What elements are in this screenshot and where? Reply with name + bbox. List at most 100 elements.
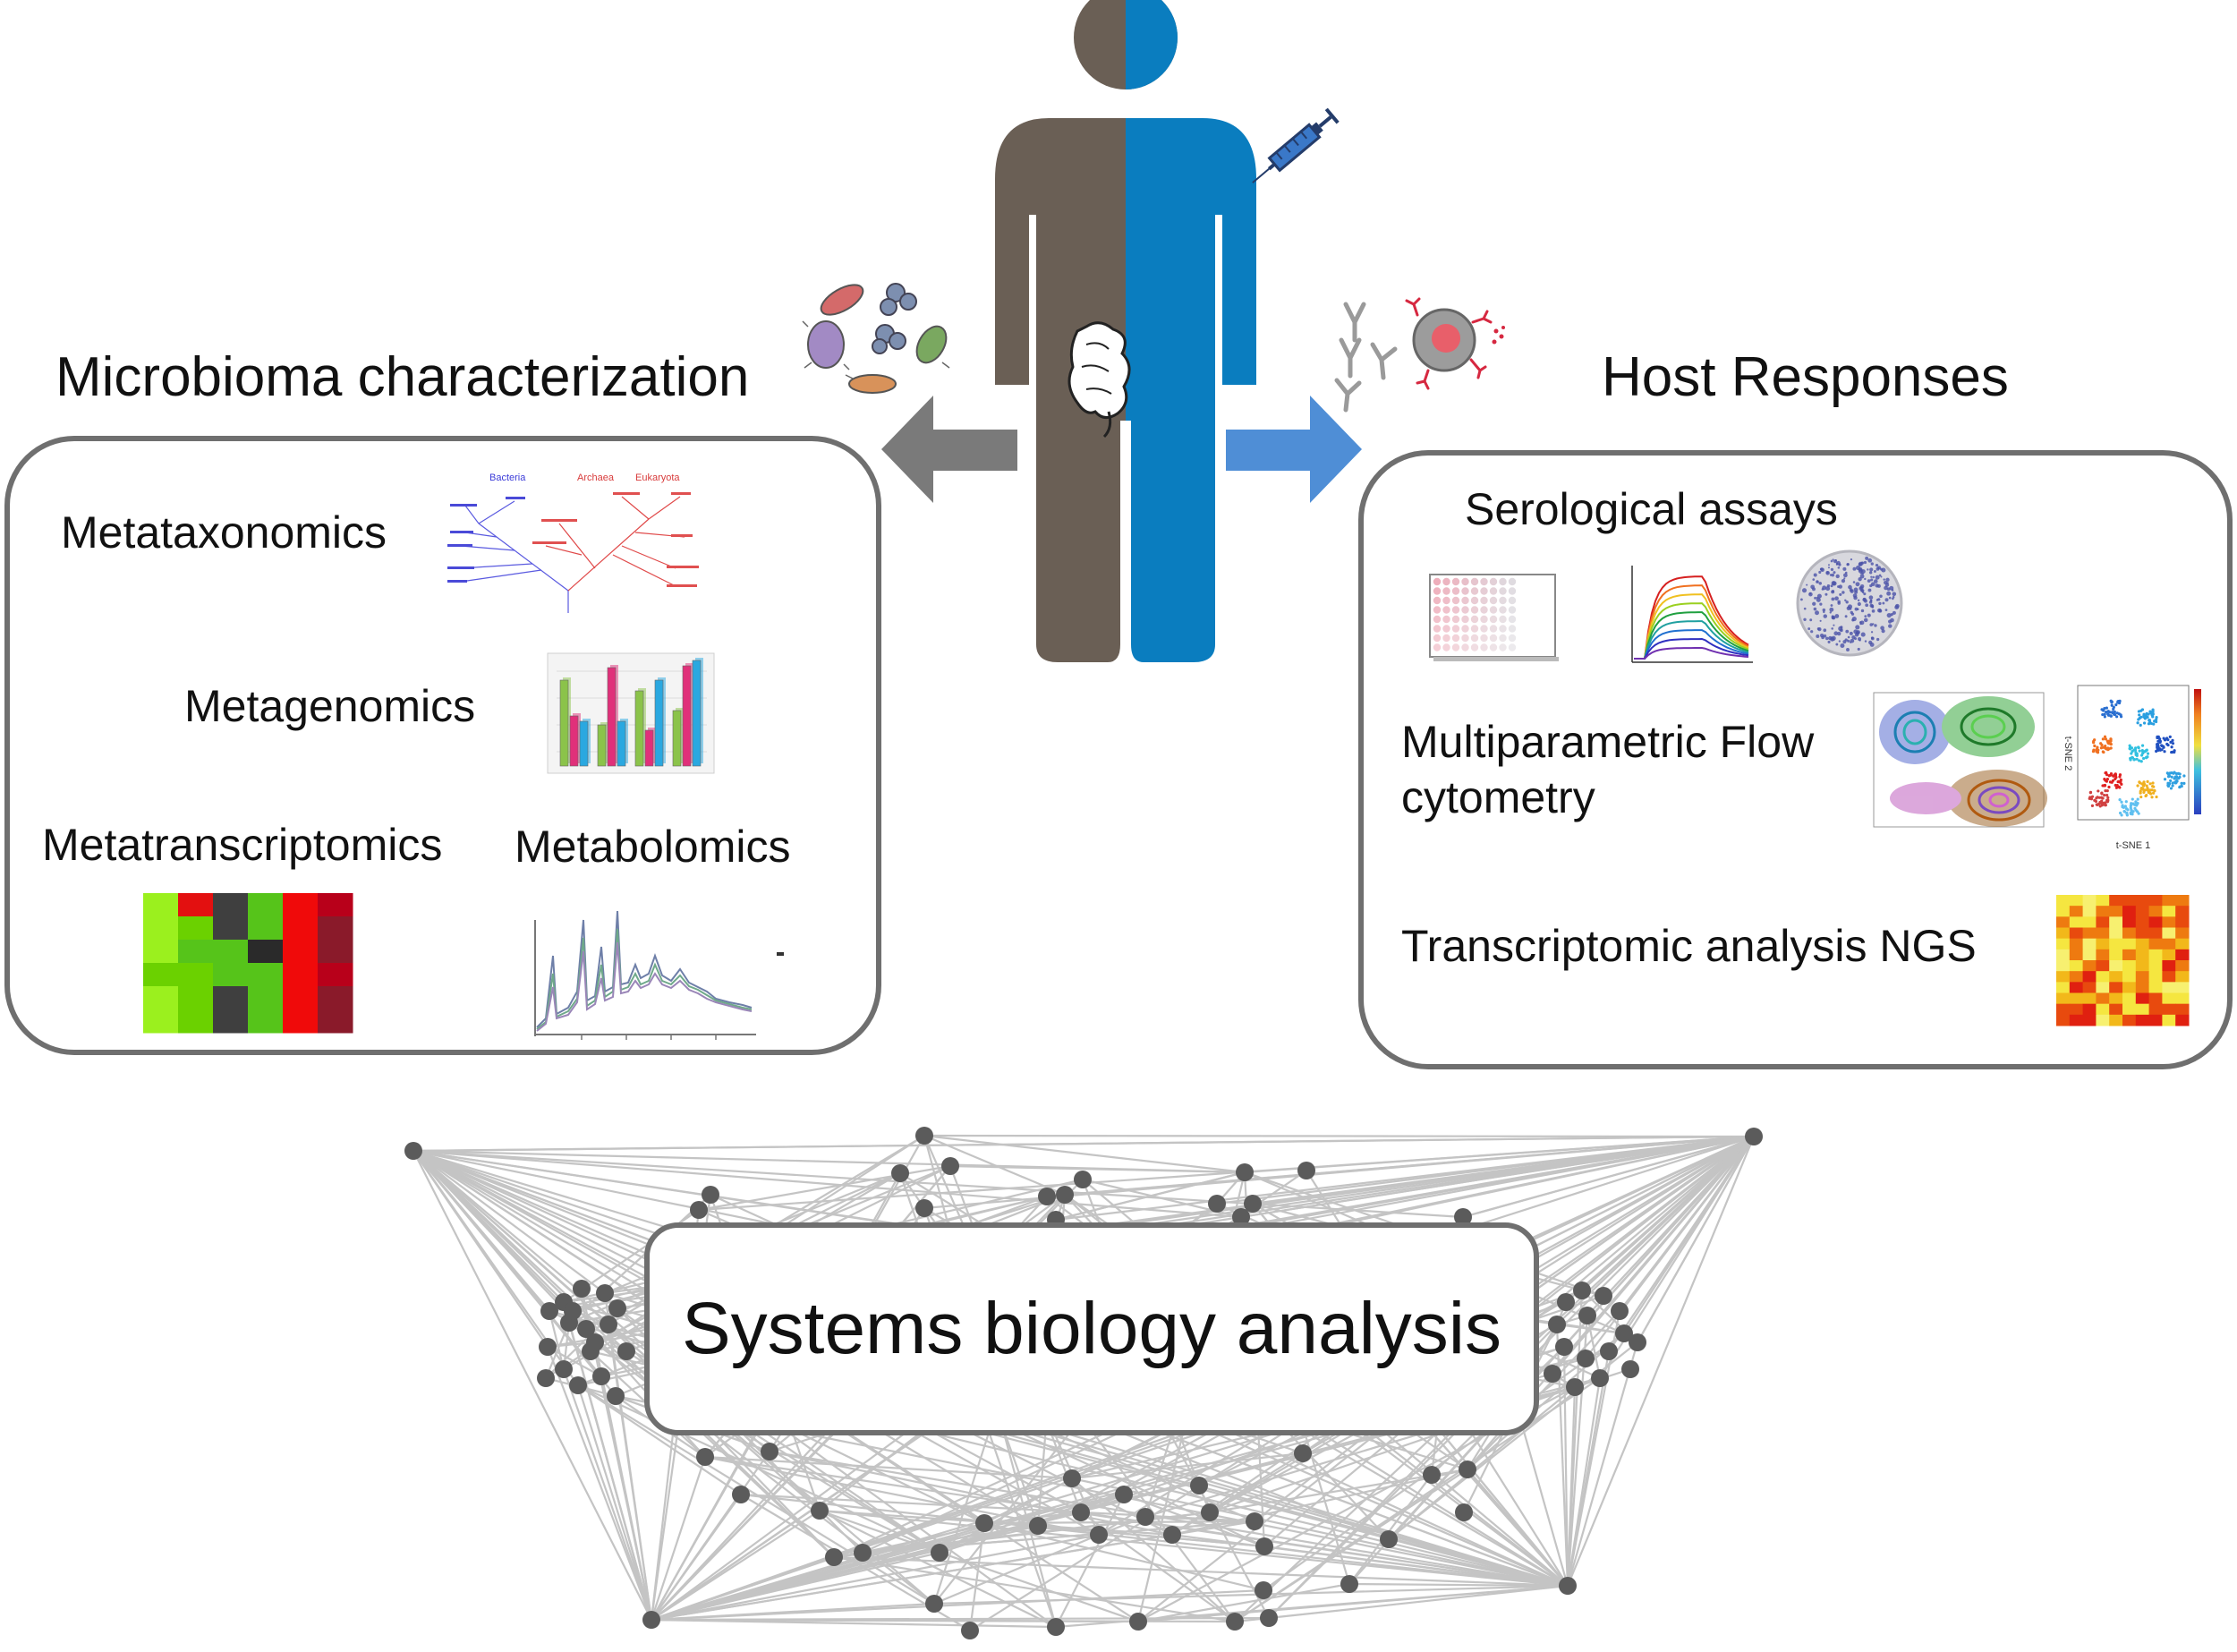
bar [617, 720, 626, 767]
tsne-point [2109, 771, 2114, 776]
plate-well [1433, 625, 1442, 633]
tsne-point [2142, 756, 2146, 761]
heatmap-cell [2175, 1014, 2190, 1026]
heatmap-cell [2122, 916, 2137, 928]
tsne-point [2182, 781, 2186, 786]
heatmap-cell [2082, 960, 2097, 972]
flow-cytometry-contour-thumbnail [1873, 692, 2047, 828]
heatmap-cell [2135, 982, 2150, 993]
heatmap-cell [2175, 927, 2190, 940]
plate-well [1480, 643, 1488, 651]
heatmap-cell [248, 916, 284, 941]
heatmap-cell [2135, 916, 2150, 928]
tsne-point [2151, 715, 2155, 719]
plaque-spot [1813, 607, 1817, 611]
plaque-spot [1871, 605, 1875, 609]
plate-well [1508, 577, 1517, 586]
plaque-spot [1870, 578, 1874, 582]
tsne-point [2100, 792, 2104, 796]
tsne-point [2092, 741, 2096, 745]
network-edge [577, 1384, 935, 1605]
plaque-spot [1876, 637, 1880, 642]
plaque-spot [1855, 582, 1860, 587]
plate-well [1461, 615, 1469, 624]
tsne-point [2105, 706, 2108, 710]
plaque-spot [1827, 564, 1830, 566]
plaque-spot [1861, 591, 1865, 594]
network-edge [1467, 1310, 1620, 1470]
heatmap-cell [178, 963, 214, 987]
plate-well [1499, 634, 1507, 643]
plaque-spot [1885, 577, 1890, 582]
plate-well [1489, 634, 1498, 643]
tsne-point [2112, 705, 2115, 709]
heatmap-cell [283, 893, 319, 917]
plaque-spot [1857, 601, 1861, 607]
heatmap-cell [2135, 1014, 2150, 1026]
plaque-spot [1847, 639, 1850, 643]
heatmap-cell [2148, 1014, 2163, 1026]
heatmap-cell [2056, 895, 2071, 907]
heatmap-cell [2122, 982, 2137, 993]
plate-well [1508, 634, 1517, 643]
network-node [1595, 1287, 1612, 1305]
plate-well [1470, 615, 1479, 624]
network-edge [651, 1616, 1270, 1622]
heatmap-cell [2162, 992, 2176, 1005]
tsne-point [2162, 737, 2165, 740]
network-edge [1071, 1477, 1236, 1622]
plaque-spot [1816, 634, 1820, 639]
network-edge [650, 1456, 707, 1621]
network-edge [1556, 1323, 1625, 1335]
tsne-point [2170, 745, 2173, 749]
tsne-point [2104, 789, 2107, 793]
tsne-point [2155, 716, 2158, 720]
heatmap-cell [2069, 982, 2084, 993]
tsne-point [2149, 792, 2153, 796]
heatmap-cell [2082, 982, 2097, 993]
heatmap-cell [2056, 1003, 2071, 1016]
plaque-spot [1863, 560, 1867, 565]
network-node [596, 1284, 614, 1302]
tsne-point [2134, 753, 2138, 757]
plate-well [1461, 634, 1469, 643]
tsne-point [2146, 752, 2150, 755]
arrow-to-host-responses [1226, 396, 1362, 503]
network-node [592, 1367, 610, 1385]
network-node [1244, 1195, 1262, 1213]
network-node [617, 1342, 635, 1360]
tsne-point [2168, 735, 2172, 738]
tsne-point [2136, 721, 2139, 725]
heatmap-cell [2082, 971, 2097, 983]
tsne-point [2122, 810, 2126, 813]
tsne-point [2146, 715, 2149, 720]
plaque-spot [1819, 619, 1822, 622]
network-edge [1608, 1136, 1755, 1352]
heatmap-cell [2069, 1003, 2084, 1016]
plaque-spot [1827, 640, 1831, 643]
plate-well [1508, 606, 1517, 614]
plaque-spot [1864, 640, 1867, 643]
plaque-spot [1846, 563, 1850, 566]
network-node [564, 1302, 582, 1320]
plaque-spot [1845, 629, 1850, 634]
spr-sensorgram-thumbnail [1631, 566, 1753, 663]
tsne-point [2150, 796, 2154, 799]
network-node [925, 1595, 943, 1613]
plaque-spot [1872, 575, 1875, 579]
network-edge [651, 1533, 1100, 1622]
plaque-spot [1831, 627, 1833, 630]
plate-well [1489, 643, 1498, 651]
tsne-point [2099, 796, 2104, 799]
network-edge [1348, 1474, 1433, 1585]
plaque-spot [1880, 626, 1884, 631]
network-node [1591, 1369, 1609, 1387]
network-node [1566, 1378, 1584, 1396]
plate-well [1489, 615, 1498, 624]
plaque-spot [1816, 597, 1821, 602]
heatmap-cell [2069, 906, 2084, 917]
heatmap-cell [143, 916, 179, 941]
heatmap-cell [2082, 949, 2097, 961]
plaque-spot [1855, 625, 1860, 630]
plaque-spot [1869, 567, 1874, 572]
